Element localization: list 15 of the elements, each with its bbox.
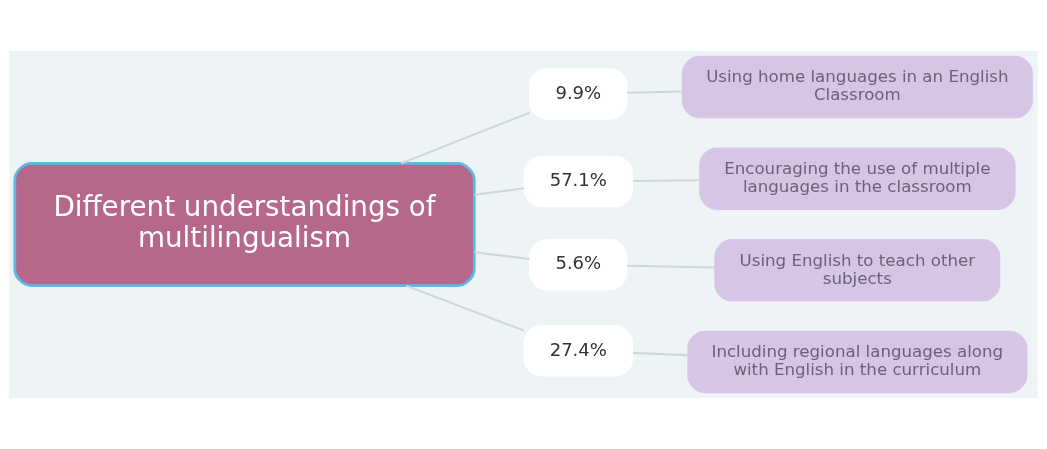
node-box: 27.4%	[523, 325, 634, 377]
connector	[627, 264, 715, 269]
node-box: 5.6%	[529, 239, 628, 291]
node-box: Including regional languages along with English in the curriculum	[687, 330, 1028, 394]
connector	[632, 351, 688, 357]
node-box: 57.1%	[523, 155, 634, 208]
node-box: Encouraging the use of multiple languages in the classroom	[699, 147, 1016, 210]
node-box: 9.9%	[529, 68, 628, 120]
connector	[405, 284, 525, 332]
node-box: Using English to teach other subjects	[714, 239, 1001, 302]
node-box: Using home languages in an English Classroom	[681, 55, 1033, 119]
connector	[400, 111, 531, 165]
connector	[474, 187, 525, 196]
node-box: Different understandings of multilingualism	[13, 162, 476, 287]
connector	[474, 251, 530, 260]
